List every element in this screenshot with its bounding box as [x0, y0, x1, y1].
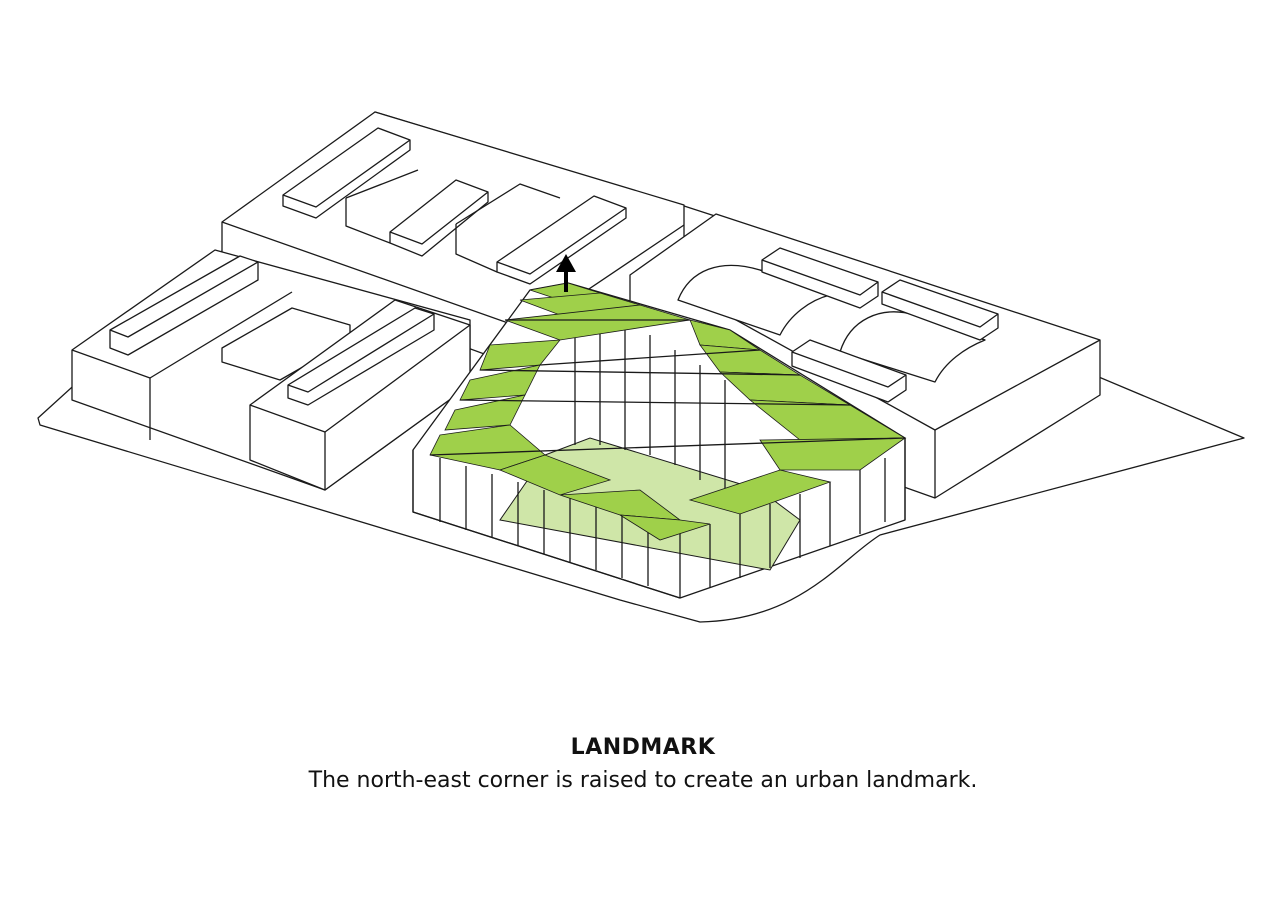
caption-text: The north-east corner is raised to creat… — [308, 768, 978, 793]
neighbor-block-west — [71, 249, 471, 491]
up-arrow-icon — [556, 254, 576, 292]
caption-title: LANDMARK — [570, 735, 716, 760]
landmark-building — [412, 282, 907, 599]
landmark-axonometric-diagram — [37, 111, 1245, 623]
